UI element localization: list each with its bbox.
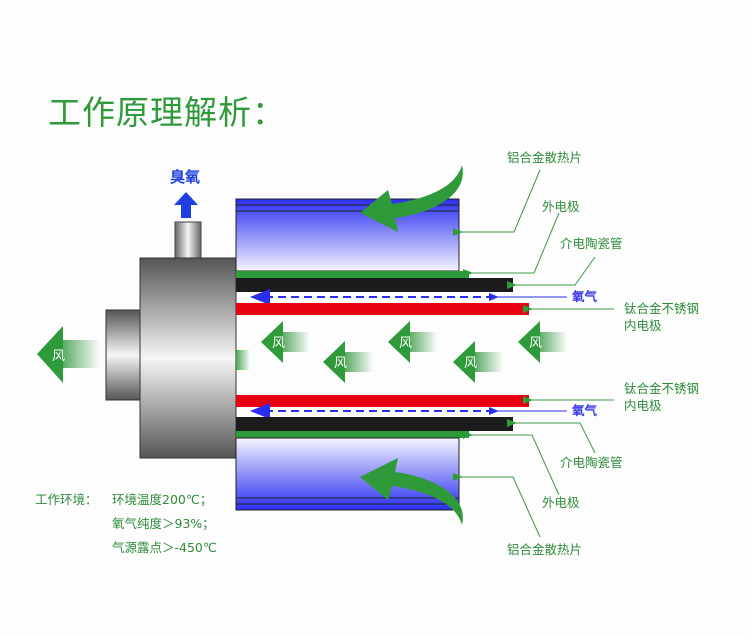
inner-electrode-bottom [236, 395, 529, 407]
leader-heatsink-bottom [453, 473, 541, 538]
airflow-curved-arrow-bottom-icon [360, 458, 463, 525]
dielectric-tube-bottom [236, 417, 513, 431]
label-outer-electrode-bottom: 外电极 [542, 495, 580, 510]
label-outer-electrode-top: 外电极 [542, 199, 580, 214]
environment-line: 环境温度200℃； [112, 492, 213, 507]
environment-heading: 工作环境： [35, 492, 98, 507]
outer-electrode-bottom [236, 431, 469, 438]
generator-end-cap [105, 309, 141, 401]
svg-text:风: 风 [334, 356, 347, 371]
ozone-output-label: 臭氧 [170, 168, 200, 186]
label-dielectric-top: 介电陶瓷管 [560, 236, 623, 251]
leader-dielectric-top [507, 256, 596, 289]
label-oxygen-bottom: 氧气 [571, 403, 598, 418]
ozone-up-arrow-icon [174, 192, 198, 218]
working-environment: 工作环境： 环境温度200℃； 氧气纯度＞93%； 气源露点＞-450℃ [35, 488, 217, 560]
leader-heatsink-top [453, 169, 541, 236]
svg-text:风: 风 [464, 356, 477, 371]
environment-line: 气源露点＞-450℃ [112, 540, 217, 555]
generator-housing [139, 257, 237, 459]
label-inner-electrode-top-2: 内电极 [624, 318, 662, 333]
label-heatsink-bottom: 铝合金散热片 [507, 542, 582, 557]
svg-text:风: 风 [399, 336, 412, 351]
wind-arrow: 风 [323, 341, 373, 383]
wind-arrow-partial [236, 350, 250, 370]
label-inner-electrode-bottom-2: 内电极 [624, 398, 662, 413]
wind-arrow-exit: 风 [37, 326, 100, 383]
label-heatsink-top: 铝合金散热片 [507, 150, 582, 165]
dielectric-tube-top [236, 278, 513, 292]
page-title: 工作原理解析： [48, 93, 286, 132]
label-inner-electrode-top-1: 钛合金不锈钢 [624, 301, 699, 316]
leader-outer-electrode-bottom [463, 431, 560, 496]
outer-electrode-top [236, 271, 469, 278]
heatsink-bottom [235, 437, 460, 511]
airflow-curved-arrow-top-icon [360, 165, 463, 232]
svg-text:风: 风 [52, 349, 65, 364]
ozone-outlet-pipe [174, 221, 202, 259]
label-oxygen-top: 氧气 [571, 289, 598, 304]
wind-arrow: 风 [453, 341, 503, 383]
wind-arrow: 风 [518, 321, 567, 363]
leader-outer-electrode-top [463, 212, 560, 277]
inner-electrode-top [236, 303, 529, 315]
label-inner-electrode-bottom-1: 钛合金不锈钢 [624, 381, 699, 396]
label-dielectric-bottom: 介电陶瓷管 [560, 455, 623, 470]
wind-arrow: 风 [388, 321, 437, 363]
svg-text:风: 风 [272, 336, 285, 351]
leader-dielectric-bottom [507, 419, 596, 454]
wind-arrow: 风 [261, 321, 310, 363]
environment-line: 氧气纯度＞93%； [112, 516, 215, 531]
svg-text:风: 风 [529, 336, 542, 351]
